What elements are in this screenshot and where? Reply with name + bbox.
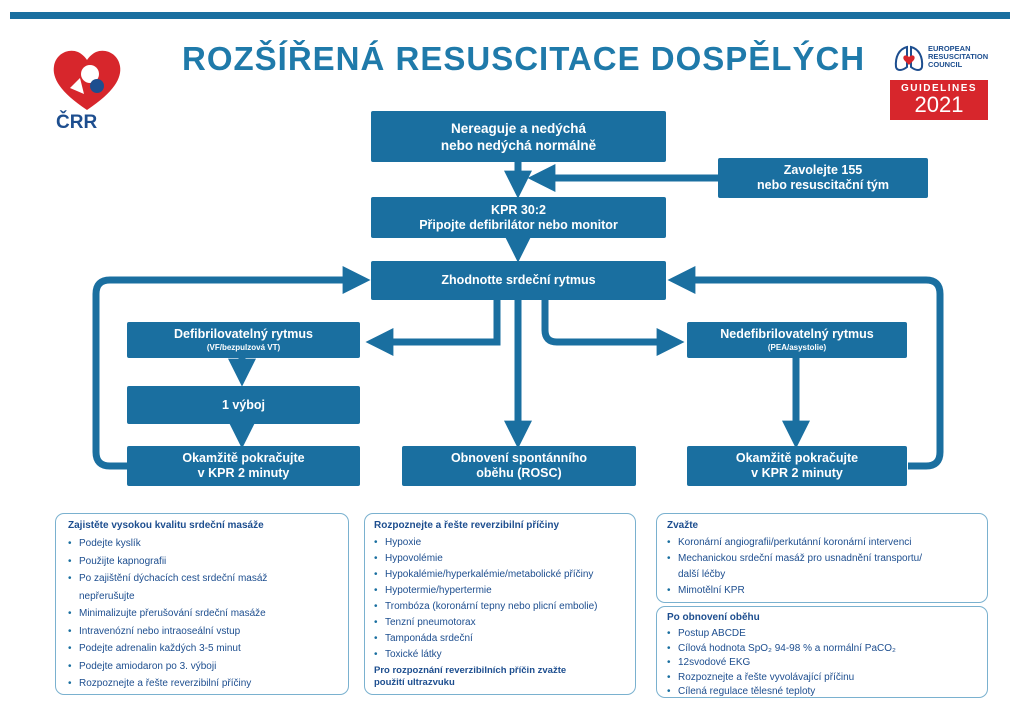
erc-line-1: EUROPEAN xyxy=(928,44,971,53)
erc-line-2: RESUSCITATION xyxy=(928,52,989,61)
box-unresponsive: Nereaguje a nedýchá nebo nedýchá normáln… xyxy=(371,111,666,162)
list-item: Hypoxie xyxy=(374,535,625,551)
note-line-2: použití ultrazvuku xyxy=(374,677,455,688)
shockable-title: Defibrilovatelný rytmus xyxy=(174,327,313,341)
list-item: Cílená regulace tělesné teploty xyxy=(667,685,977,700)
box-one-shock: 1 výboj xyxy=(127,386,360,424)
list-item: Použijte kapnografii xyxy=(68,553,338,571)
rosc-line-1: Obnovení spontánního xyxy=(450,451,588,465)
loop-right-back-to-assess xyxy=(667,266,944,470)
panel-consider: Zvažte Koronární angiografii/perkutánní … xyxy=(656,513,988,603)
list-item: Tamponáda srdeční xyxy=(374,631,625,647)
top-bar xyxy=(10,12,1010,19)
box-cpr: KPR 30:2 Připojte defibrilátor nebo moni… xyxy=(371,197,666,238)
arrow-assess-to-nonshockable xyxy=(541,300,685,356)
start-line-1: Nereaguje a nedýchá xyxy=(450,120,587,136)
erc-label: EUROPEAN RESUSCITATION COUNCIL xyxy=(928,45,988,69)
box-assess-rhythm: Zhodnotte srdeční rytmus xyxy=(371,261,666,300)
post-rosc-list: Postup ABCDE Cílová hodnota SpO₂ 94-98 %… xyxy=(667,627,977,700)
list-item: Podejte kyslík xyxy=(68,535,338,553)
guidelines-label: GUIDELINES xyxy=(900,83,978,94)
list-item: Podejte amiodaron po 3. výboji xyxy=(68,658,338,676)
quality-list: Podejte kyslík Použijte kapnografii Po z… xyxy=(68,535,338,693)
assess-label: Zhodnotte srdeční rytmus xyxy=(441,273,596,287)
list-item: Hypotermie/hypertermie xyxy=(374,583,625,599)
consider-list: Koronární angiografii/perkutánní koronár… xyxy=(667,535,977,599)
panel-post-rosc: Po obnovení oběhu Postup ABCDE Cílová ho… xyxy=(656,606,988,700)
list-item: Trombóza (koronární tepny nebo plicní em… xyxy=(374,599,625,615)
list-item: Tenzní pneumotorax xyxy=(374,615,625,631)
box-shockable-rhythm: Defibrilovatelný rytmus (VF/bezpulzová V… xyxy=(127,322,360,358)
note-line-1: Pro rozpoznání reverzibilních příčin zva… xyxy=(374,665,567,676)
shockable-sub: (VF/bezpulzová VT) xyxy=(206,343,281,352)
list-item: Minimalizujte přerušování srdeční masáže xyxy=(68,605,338,623)
ultrasound-note: Pro rozpoznání reverzibilních příčin zva… xyxy=(374,665,625,689)
causes-list: Hypoxie Hypovolémie Hypokalémie/hyperkal… xyxy=(374,535,625,663)
crr-label: ČRR xyxy=(56,112,98,133)
nonshockable-sub: (PEA/asystolie) xyxy=(767,343,827,352)
start-line-2: nebo nedýchá normálně xyxy=(440,137,597,153)
box-rosc: Obnovení spontánního oběhu (ROSC) xyxy=(402,446,636,486)
continue-right-line-2: v KPR 2 minuty xyxy=(751,466,843,480)
panel-causes-title: Rozpoznejte a řešte reverzibilní příčiny xyxy=(374,520,560,531)
list-item: Hypovolémie xyxy=(374,551,625,567)
guidelines-year: 2021 xyxy=(914,92,964,117)
list-item: Mimotělní KPR xyxy=(667,583,977,599)
list-item: 12svodové EKG xyxy=(667,656,977,671)
list-item-continuation: nepřerušujte xyxy=(79,590,135,602)
continue-left-line-1: Okamžitě pokračujte xyxy=(182,451,305,465)
box-nonshockable-rhythm: Nedefibrilovatelný rytmus (PEA/asystolie… xyxy=(687,322,907,358)
list-item: Koronární angiografii/perkutánní koronár… xyxy=(667,535,977,551)
panel-reversible-causes: Rozpoznejte a řešte reverzibilní příčiny… xyxy=(364,513,636,695)
guidelines-badge: GUIDELINES 2021 xyxy=(890,80,988,120)
box-continue-cpr-right: Okamžitě pokračujte v KPR 2 minuty xyxy=(687,446,907,486)
cpr-line-2: Připojte defibrilátor nebo monitor xyxy=(419,217,618,232)
erc-lungs-icon xyxy=(894,45,924,71)
list-item: Mechanickou srdeční masáž pro usnadnění … xyxy=(667,551,977,567)
list-item: Postup ABCDE xyxy=(667,627,977,642)
rosc-line-2: oběhu (ROSC) xyxy=(476,466,562,480)
cpr-line-1: KPR 30:2 xyxy=(491,202,546,217)
shock-label: 1 výboj xyxy=(221,397,266,412)
panel-quality-title: Zajistěte vysokou kvalitu srdeční masáže xyxy=(68,520,264,531)
list-item: Hypokalémie/hyperkalémie/metabolické pří… xyxy=(374,567,625,583)
list-item: Rozpoznejte a řešte vyvolávající příčinu xyxy=(667,671,977,686)
nonshockable-title: Nedefibrilovatelný rytmus xyxy=(720,327,874,341)
list-item: Intravenózní nebo intraoseální vstup xyxy=(68,623,338,641)
crr-heart-logo-icon xyxy=(53,50,121,110)
arrow-assess-to-shockable xyxy=(365,300,501,356)
list-item: Toxické látky xyxy=(374,647,625,663)
page-title: ROZŠÍŘENÁ RESUSCITACE DOSPĚLÝCH xyxy=(182,40,866,77)
loop-left-back-to-assess xyxy=(92,266,371,470)
panel-post-rosc-title: Po obnovení oběhu xyxy=(667,612,760,623)
list-item: Po zajištění dýchacích cest srdeční masá… xyxy=(68,570,338,588)
list-item: Cílová hodnota SpO₂ 94-98 % a normální P… xyxy=(667,642,977,657)
call-line-2: nebo resuscitační tým xyxy=(757,178,889,192)
erc-line-3: COUNCIL xyxy=(928,60,963,69)
panel-consider-title: Zvažte xyxy=(667,520,699,531)
list-item-continuation: další léčby xyxy=(678,569,726,580)
panel-quality-cpr: Zajistěte vysokou kvalitu srdeční masáže… xyxy=(55,513,349,695)
list-item: Rozpoznejte a řešte reverzibilní příčiny xyxy=(68,675,338,693)
call-line-1: Zavolejte 155 xyxy=(783,163,863,177)
box-continue-cpr-left: Okamžitě pokračujte v KPR 2 minuty xyxy=(127,446,360,486)
list-item: Podejte adrenalin každých 3-5 minut xyxy=(68,640,338,658)
continue-right-line-1: Okamžitě pokračujte xyxy=(735,451,859,465)
continue-left-line-2: v KPR 2 minuty xyxy=(197,466,290,480)
box-call-team: Zavolejte 155 nebo resuscitační tým xyxy=(718,158,928,198)
